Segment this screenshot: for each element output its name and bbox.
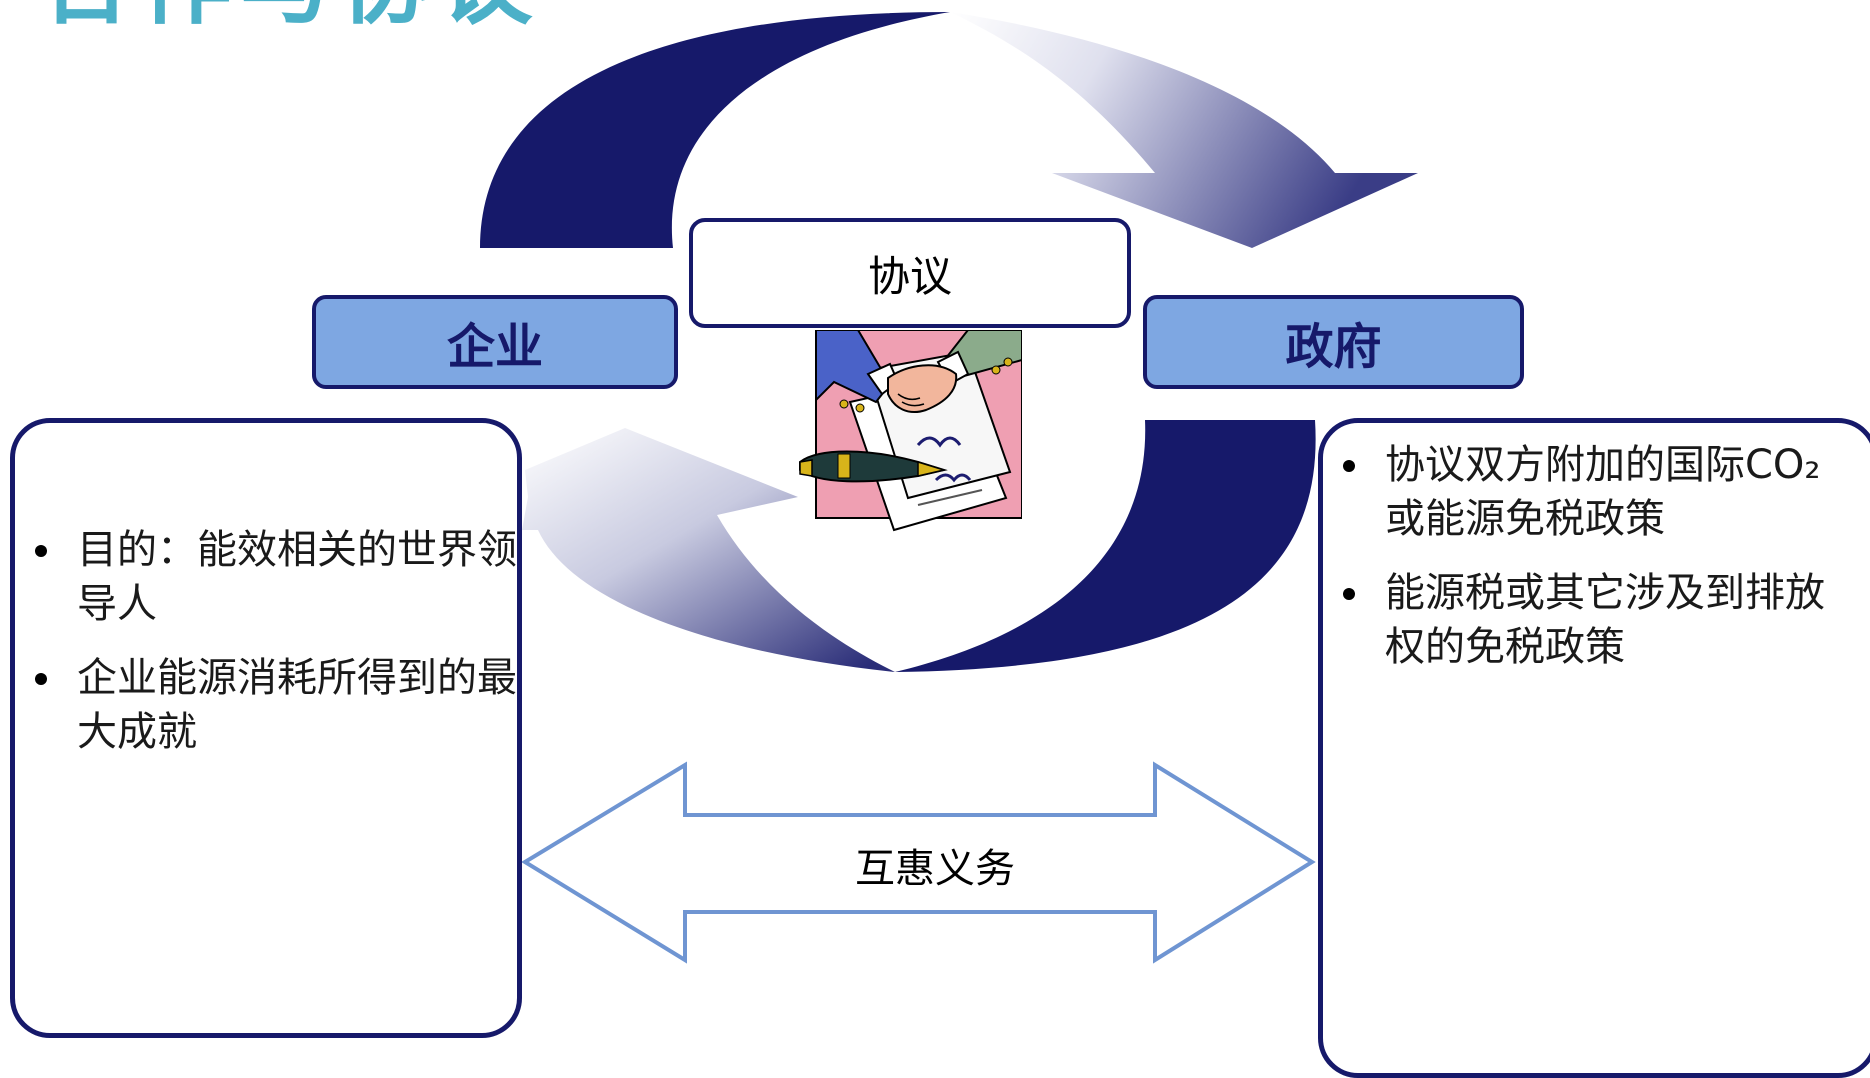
slide-title: 合作与协议 bbox=[40, 0, 540, 30]
mutual-obligation-label: 互惠义务 bbox=[855, 846, 1015, 892]
government-bullet: 能源税或其它涉及到排放权的免税政策 bbox=[1343, 566, 1855, 674]
enterprise-box[interactable]: 企业 bbox=[312, 295, 678, 389]
mutual-obligation-arrow[interactable] bbox=[521, 761, 1316, 964]
enterprise-bullet: 目的：能效相关的世界领导人 bbox=[35, 523, 517, 631]
agreement-cycle-diagram: 合作与协议 目的：能效相关的世界领导人 企业 bbox=[10, 0, 1870, 1078]
enterprise-goals-panel: 目的：能效相关的世界领导人 企业能源消耗所得到的最大成就 bbox=[10, 418, 522, 1038]
agreement-box[interactable]: 协议 bbox=[689, 218, 1131, 328]
government-bullet: 协议双方附加的国际CO₂或能源免税政策 bbox=[1343, 438, 1855, 546]
enterprise-bullet: 企业能源消耗所得到的最大成就 bbox=[35, 651, 517, 759]
cycle-arc-top-left bbox=[480, 12, 950, 248]
handshake-contract-icon bbox=[799, 330, 1022, 532]
government-box[interactable]: 政府 bbox=[1143, 295, 1524, 389]
cycle-arrows bbox=[480, 12, 1418, 964]
cycle-arrow-top-right bbox=[950, 12, 1418, 248]
cycle-arrow-bottom-left bbox=[522, 428, 895, 672]
government-incentives-panel: 协议双方附加的国际CO₂或能源免税政策 能源税或其它涉及到排放权的免税政策 bbox=[1318, 418, 1870, 1078]
cycle-arc-right bbox=[895, 420, 1316, 672]
